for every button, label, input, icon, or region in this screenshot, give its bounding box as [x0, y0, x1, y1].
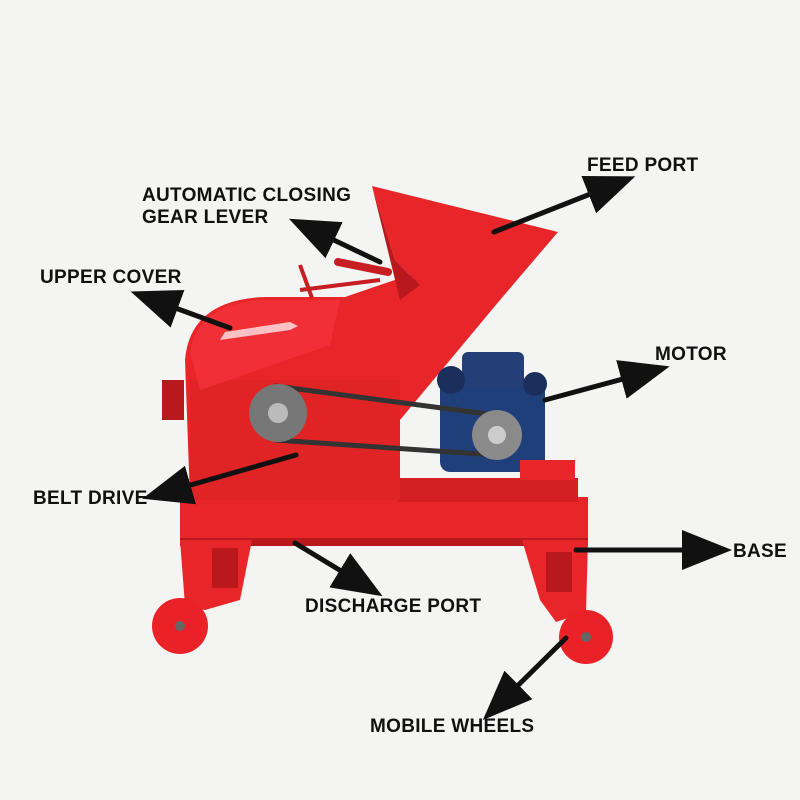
- label-base: BASE: [733, 541, 787, 562]
- feed-hopper: [372, 186, 558, 300]
- feed-port-arrow: [491, 176, 636, 235]
- discharge-port-arrow: [292, 540, 383, 597]
- belt-drive-arrow: [142, 452, 299, 505]
- label-discharge-port: DISCHARGE PORT: [305, 596, 482, 617]
- upper-cover-shape: [190, 300, 340, 390]
- label-gear-lever-line2: GEAR LEVER: [142, 207, 269, 228]
- gear-lever: [298, 258, 392, 299]
- machine-base: [180, 478, 588, 622]
- label-gear-lever: AUTOMATIC CLOSING GEAR LEVER: [142, 185, 351, 229]
- label-mobile-wheels: MOBILE WHEELS: [370, 716, 535, 737]
- wheel-right: [559, 610, 613, 664]
- label-upper-cover: UPPER COVER: [40, 267, 182, 288]
- label-motor: MOTOR: [655, 344, 727, 365]
- belt-drive-assembly: [249, 383, 522, 460]
- motor-arrow: [542, 360, 670, 403]
- label-belt-drive: BELT DRIVE: [33, 488, 148, 509]
- upper-cover-arrow: [130, 289, 233, 331]
- wheel-left: [152, 598, 208, 654]
- mobile-wheels-arrow: [482, 635, 569, 721]
- gear-lever-arrow: [288, 218, 383, 265]
- label-feed-port: FEED PORT: [587, 155, 699, 176]
- label-gear-lever-line1: AUTOMATIC CLOSING: [142, 185, 352, 206]
